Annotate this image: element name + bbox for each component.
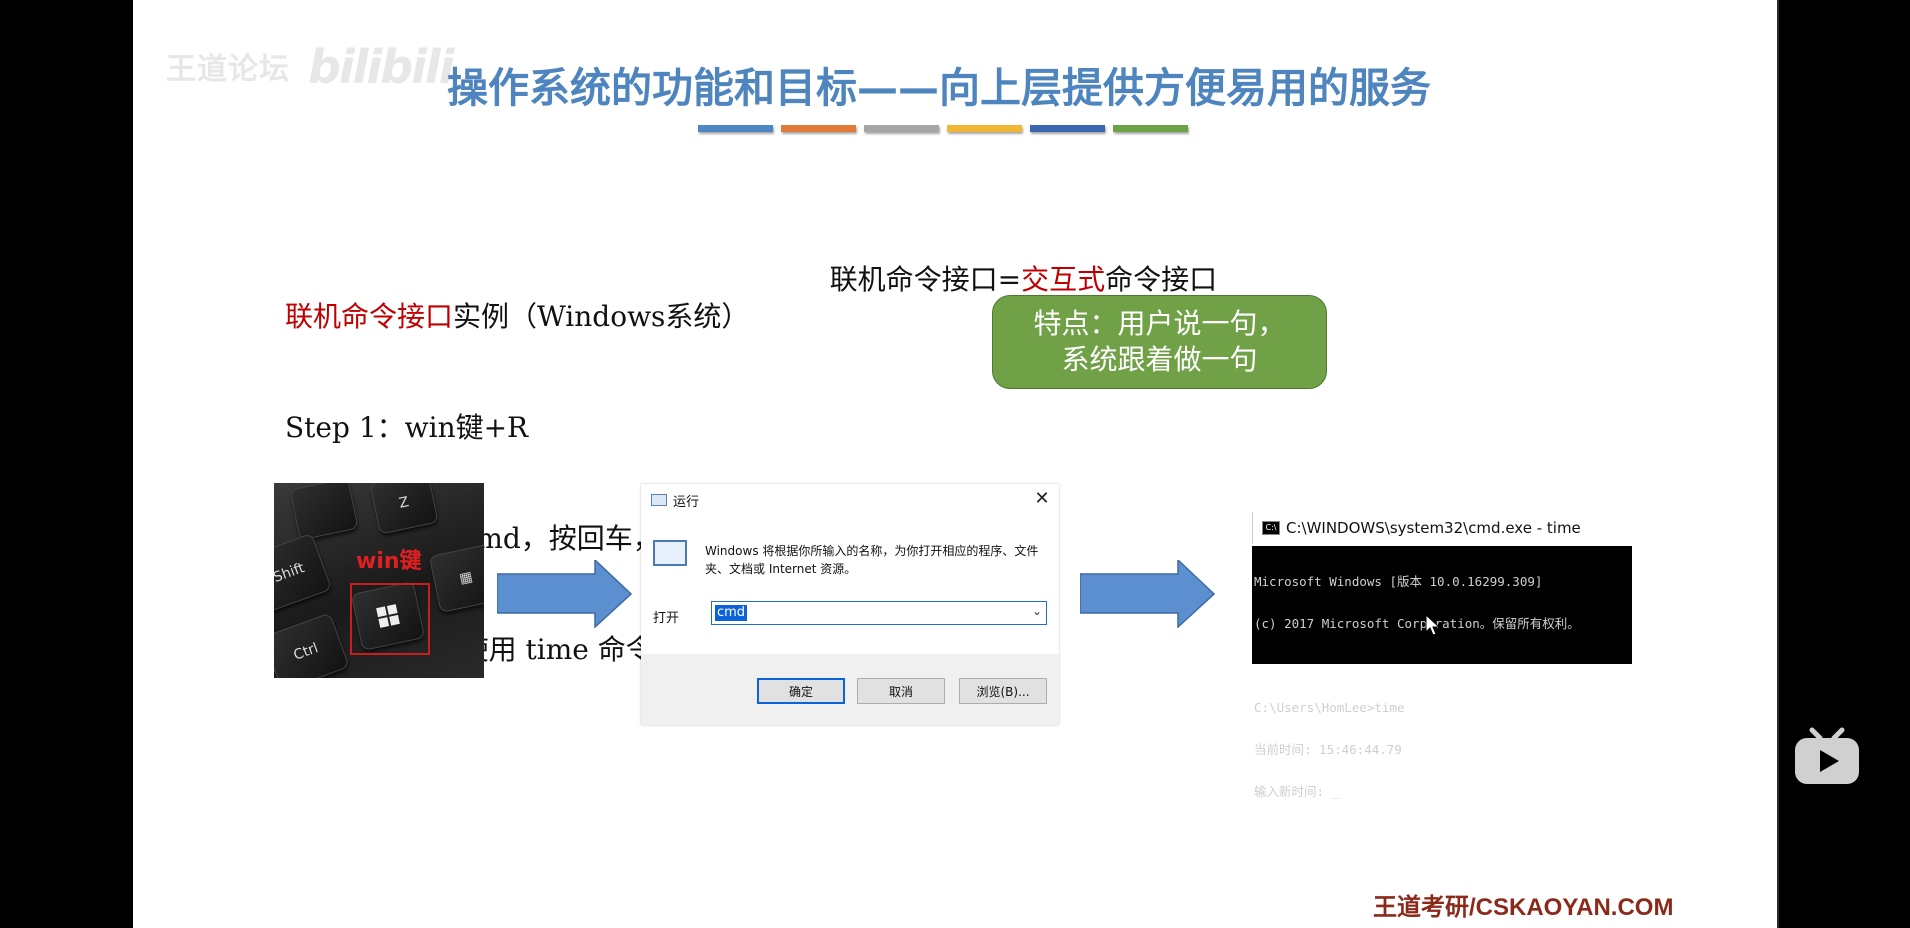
ok-button[interactable]: 确定 — [757, 678, 845, 704]
cmd-titlebar: C:\ C:\WINDOWS\system32\cmd.exe - time — [1252, 512, 1633, 544]
run-titlebar: 运行 — [641, 484, 1059, 516]
key-shift: Shift — [274, 532, 333, 614]
color-bar — [1030, 125, 1105, 132]
bilibili-tv-icon[interactable] — [1792, 722, 1862, 788]
run-dialog: 运行 ✕ Windows 将根据你所输入的名称，为你打开相应的程序、文件夹、文档… — [641, 484, 1059, 725]
color-bars — [698, 125, 1188, 134]
run-description: Windows 将根据你所输入的名称，为你打开相应的程序、文件夹、文档或 Int… — [705, 544, 1039, 576]
cancel-button[interactable]: 取消 — [857, 678, 945, 704]
watermark: 王道论坛 bilibili — [166, 40, 454, 94]
color-bar — [698, 125, 773, 132]
console-line: 输入新时间: _ — [1254, 784, 1340, 799]
run-command-input[interactable]: cmd ⌄ — [711, 601, 1047, 625]
console-line — [1254, 659, 1630, 673]
chevron-down-icon[interactable]: ⌄ — [1031, 604, 1042, 618]
bubble-line-2: 系统跟着做一句 — [1061, 343, 1258, 376]
mouse-pointer-icon — [1425, 614, 1441, 636]
watermark-text: 王道论坛 — [166, 52, 290, 87]
console-line: (c) 2017 Microsoft Corporation。保留所有权利。 — [1254, 616, 1580, 631]
def-red: 交互式 — [1021, 263, 1106, 296]
cmd-console[interactable]: Microsoft Windows [版本 10.0.16299.309] (c… — [1252, 546, 1632, 799]
step-1: Step 1：win键+R — [285, 411, 529, 444]
color-bar — [781, 125, 856, 132]
bilibili-watermark-logo: bilibili — [308, 40, 454, 94]
win-key-label: win键 — [356, 549, 422, 574]
def-part2: 命令接口 — [1105, 263, 1218, 296]
color-bar — [1113, 125, 1188, 132]
close-icon[interactable]: ✕ — [1034, 488, 1050, 509]
key-blank — [289, 483, 359, 541]
console-line: Microsoft Windows [版本 10.0.16299.309] — [1254, 574, 1543, 589]
run-input-value[interactable]: cmd — [715, 605, 748, 621]
arrow-right-icon — [497, 560, 632, 628]
slide-title: 操作系统的功能和目标——向上层提供方便易用的服务 — [447, 64, 1431, 112]
console-line: C:\Users\HomLee>time — [1254, 700, 1405, 715]
color-bar — [947, 125, 1022, 132]
key-right: ▦ — [428, 542, 484, 614]
arrow-right-icon — [1080, 560, 1215, 628]
slide-right-edge — [1777, 0, 1779, 928]
key-ctrl: Ctrl — [274, 612, 350, 678]
browse-button[interactable]: 浏览(B)... — [959, 678, 1047, 704]
open-label: 打开 — [653, 611, 680, 626]
keyboard-photo: Z Shift Ctrl ▦ win键 — [274, 483, 484, 678]
feature-bubble: 特点：用户说一句， 系统跟着做一句 — [992, 295, 1327, 389]
interface-definition: 联机命令接口=交互式命令接口 — [794, 224, 1218, 335]
run-button-bar: 确定 取消 浏览(B)... — [641, 654, 1059, 725]
windows-logo-icon — [376, 604, 400, 628]
def-part1: 联机命令接口= — [829, 263, 1022, 296]
bubble-line-1: 特点：用户说一句， — [1033, 307, 1286, 340]
slide: 王道论坛 bilibili 操作系统的功能和目标——向上层提供方便易用的服务 联机… — [133, 0, 1777, 928]
run-title: 运行 — [673, 494, 700, 510]
key-z: Z — [369, 483, 439, 535]
heading-rest: 实例（Windows系统） — [453, 300, 750, 333]
cmd-title: C:\WINDOWS\system32\cmd.exe - time — [1286, 519, 1581, 537]
key-win — [350, 580, 426, 652]
run-app-icon — [651, 494, 667, 506]
heading-line: 联机命令接口实例（Windows系统） — [285, 298, 857, 335]
color-bar — [864, 125, 939, 132]
run-program-icon — [653, 540, 687, 566]
cmd-icon: C:\ — [1262, 521, 1280, 535]
console-line: 当前时间: 15:46:44.79 — [1254, 742, 1402, 757]
heading-red: 联机命令接口 — [285, 300, 454, 333]
win-key-highlight — [350, 583, 430, 655]
footer-brand: 王道考研/CSKAOYAN.COM — [1373, 894, 1674, 921]
